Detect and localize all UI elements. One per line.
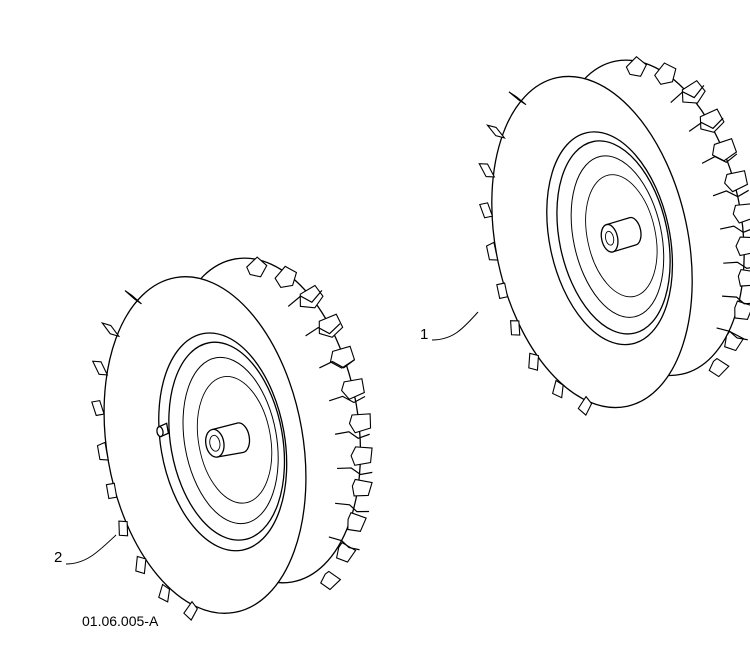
wheel-1-tread-lugs — [625, 55, 750, 378]
wheel-2-tread-lugs — [246, 256, 373, 591]
wheel-1-hub — [600, 216, 642, 253]
wheel-2 — [91, 256, 373, 621]
callout-1: 1 — [420, 326, 429, 343]
wheel-1-tread-chevrons — [670, 84, 750, 341]
wheel-2-sidewall-lugs — [91, 290, 198, 621]
figure-reference: 01.06.005-A — [82, 613, 159, 629]
callout-2: 2 — [54, 549, 63, 566]
wheel-2-hub — [156, 422, 251, 458]
leader-line-1 — [431, 311, 479, 341]
wheel-2-tread-chevrons — [287, 289, 373, 551]
wheel-1 — [478, 55, 750, 416]
leader-line-2 — [65, 534, 117, 565]
wheel-1-sidewall-lugs — [478, 91, 593, 416]
